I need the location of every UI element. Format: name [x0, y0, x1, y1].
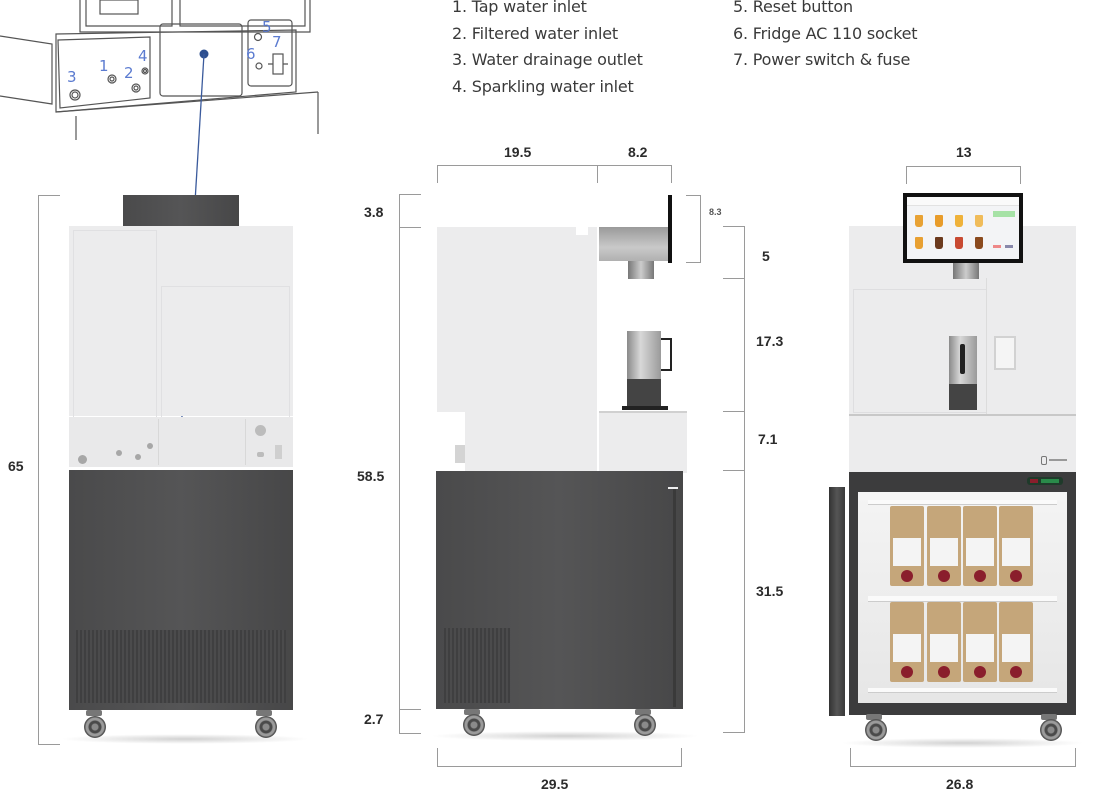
side-vent [444, 628, 510, 703]
drink-icon [955, 237, 963, 249]
sparkling-port [147, 443, 153, 449]
shelf [868, 688, 1057, 693]
touchscreen [903, 193, 1023, 263]
dim-screen-height: 8.3 [709, 207, 722, 217]
wheel-icon [255, 716, 277, 738]
side-counter [599, 411, 687, 473]
wheel-icon [463, 714, 485, 736]
reset-button [255, 425, 266, 436]
rear-fridge-body [69, 470, 293, 710]
drink-icon [915, 215, 923, 227]
drink-icon [915, 237, 923, 249]
fridge-door [829, 487, 845, 716]
drink-icon [955, 215, 963, 227]
wheel-icon [634, 714, 656, 736]
front-counter [849, 414, 1076, 474]
legend-item-5: 5. Reset button [733, 0, 853, 16]
side-upper-body [437, 227, 597, 412]
callout-label-6: 6 [246, 45, 256, 63]
side-lower-body [465, 411, 597, 471]
tap-port [116, 450, 122, 456]
dim-overhang-width: 8.2 [628, 144, 648, 160]
legend-item-6: 6. Fridge AC 110 socket [733, 24, 918, 43]
bag-in-box [890, 506, 924, 586]
temperature-display [1027, 477, 1063, 485]
callout-label-4: 4 [138, 47, 148, 65]
dim-nozzle-height: 5 [762, 248, 770, 264]
legend-item-3: 3. Water drainage outlet [452, 50, 643, 69]
shelf [868, 596, 1057, 602]
callout-label-2: 2 [124, 64, 134, 82]
dim-rear-height: 65 [8, 458, 24, 474]
bag-in-box [999, 602, 1033, 682]
callout-label-7: 7 [272, 33, 282, 51]
front-nozzle [953, 263, 979, 279]
drain-port [78, 455, 87, 464]
rear-panel-sketch [0, 0, 319, 140]
callout-label-5: 5 [262, 18, 272, 36]
dim-depth: 29.5 [541, 776, 569, 792]
legend-item-4: 4. Sparkling water inlet [452, 77, 634, 96]
fridge-socket [257, 452, 264, 457]
dim-wheel-height: 2.7 [364, 711, 384, 727]
drink-icon [975, 237, 983, 249]
filtered-port [135, 454, 141, 460]
bag-in-box [927, 506, 961, 586]
fridge-interior [858, 492, 1067, 703]
wheel-icon [865, 719, 887, 741]
wheel-icon [84, 716, 106, 738]
dim-fridge-height: 31.5 [756, 583, 784, 599]
fridge-frame [849, 472, 1076, 715]
dim-dispense-area: 17.3 [756, 333, 784, 349]
dim-screen-width: 13 [956, 144, 972, 160]
front-cup [949, 336, 977, 384]
legend-item-1: 1. Tap water inlet [452, 0, 587, 16]
bag-in-box [999, 506, 1033, 586]
drink-icon [975, 215, 983, 227]
rear-connection-panel [69, 417, 293, 467]
rear-panel-closeup: 3 1 2 4 5 6 7 [0, 0, 330, 140]
height-bracket [38, 195, 39, 745]
dim-total-height: 58.5 [357, 468, 385, 484]
dim-body-width: 19.5 [504, 144, 532, 160]
legend-item-7: 7. Power switch & fuse [733, 50, 911, 69]
cup [627, 331, 661, 379]
rear-top-box [123, 195, 239, 226]
dim-top-gap: 3.8 [364, 204, 384, 220]
bag-in-box [963, 506, 997, 586]
shelf [868, 500, 1057, 505]
screen-side [668, 195, 672, 263]
wheel-icon [1040, 719, 1062, 741]
dispenser-head [599, 227, 669, 261]
side-fridge [436, 471, 683, 709]
bag-in-box [890, 602, 924, 682]
dim-counter-height: 7.1 [758, 431, 778, 447]
drink-icon [935, 215, 943, 227]
brand-logo-icon [1041, 456, 1047, 465]
power-switch [275, 445, 282, 459]
callout-label-3: 3 [67, 68, 77, 86]
rear-vent [76, 630, 286, 703]
callout-label-1: 1 [99, 57, 109, 75]
dim-front-width: 26.8 [946, 776, 974, 792]
legend-item-2: 2. Filtered water inlet [452, 24, 618, 43]
nozzle [628, 261, 654, 279]
front-window [994, 336, 1016, 370]
bag-in-box [927, 602, 961, 682]
drink-icon [935, 237, 943, 249]
bag-in-box [963, 602, 997, 682]
rear-upper-panel [69, 226, 293, 418]
